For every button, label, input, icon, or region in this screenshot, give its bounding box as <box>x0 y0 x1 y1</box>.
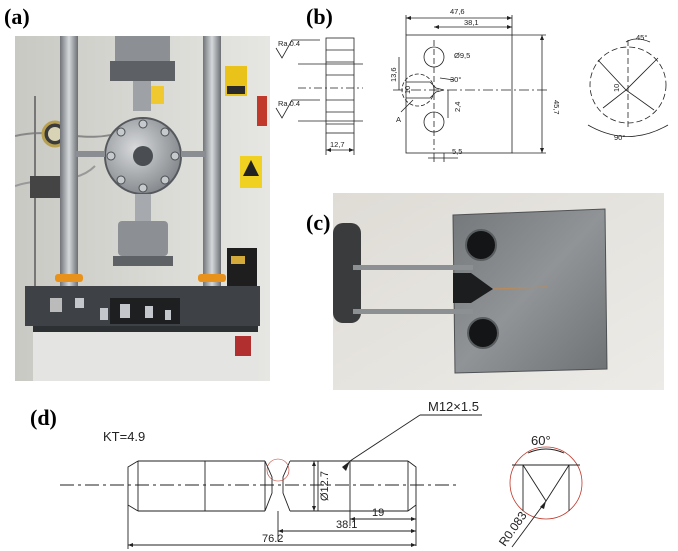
dim-height: 45,7 <box>552 100 561 115</box>
dim-overall-width: 47,6 <box>450 7 465 16</box>
ct-specimen-drawing: Ra 0.4 Ra 0.4 12,7 47,6 38,1 Ø9,5 30° 2,… <box>275 7 669 162</box>
side-view-block <box>325 37 355 134</box>
panel-label-d: (d) <box>30 405 57 430</box>
ct-specimen-photo <box>333 193 664 390</box>
kt-label: KT=4.9 <box>103 429 145 444</box>
ct-specimen-illustration <box>333 193 664 390</box>
dim-small-angle: 30° <box>450 75 461 84</box>
dim-381-label: 38.1 <box>336 519 357 531</box>
notch-angle-label: 60° <box>531 433 551 448</box>
detail-radius-label: 10 <box>403 86 412 94</box>
roughness-top-label: Ra 0.4 <box>278 39 300 48</box>
panel-label-a: (a) <box>4 4 30 29</box>
dim-hole-diameter: Ø9,5 <box>454 51 470 60</box>
diameter-label: Ø12.7 <box>319 471 331 501</box>
notch-radius-label: R0.083 <box>496 509 530 549</box>
detail-angle-bottom: 90° <box>614 133 625 142</box>
detail-angle-top: 45° <box>636 33 647 42</box>
dim-thickness: 12,7 <box>330 140 345 149</box>
dim-notch: 2,4 <box>453 102 462 112</box>
dim-19-label: 19 <box>372 507 384 519</box>
dim-bottom: 5,5 <box>452 147 462 156</box>
front-view-block <box>405 34 513 154</box>
dim-hole-center: 38,1 <box>464 18 479 27</box>
panel-label-b: (b) <box>306 4 333 29</box>
testing-machine-photo <box>15 36 270 381</box>
panel-label-c: (c) <box>306 210 331 235</box>
detail-depth-label: 10 <box>612 84 621 92</box>
roughness-bottom-label: Ra 0.4 <box>278 99 300 108</box>
dim-left-height: 13,6 <box>389 67 398 82</box>
notched-bar-drawing: KT=4.9 M12×1.5 Ø12.7 19 38.1 76.2 60° R0… <box>60 401 583 549</box>
dim-762-label: 76.2 <box>262 533 283 545</box>
testing-machine-illustration <box>15 36 270 381</box>
detail-callout-label: A <box>396 115 401 124</box>
thread-label: M12×1.5 <box>428 401 479 414</box>
